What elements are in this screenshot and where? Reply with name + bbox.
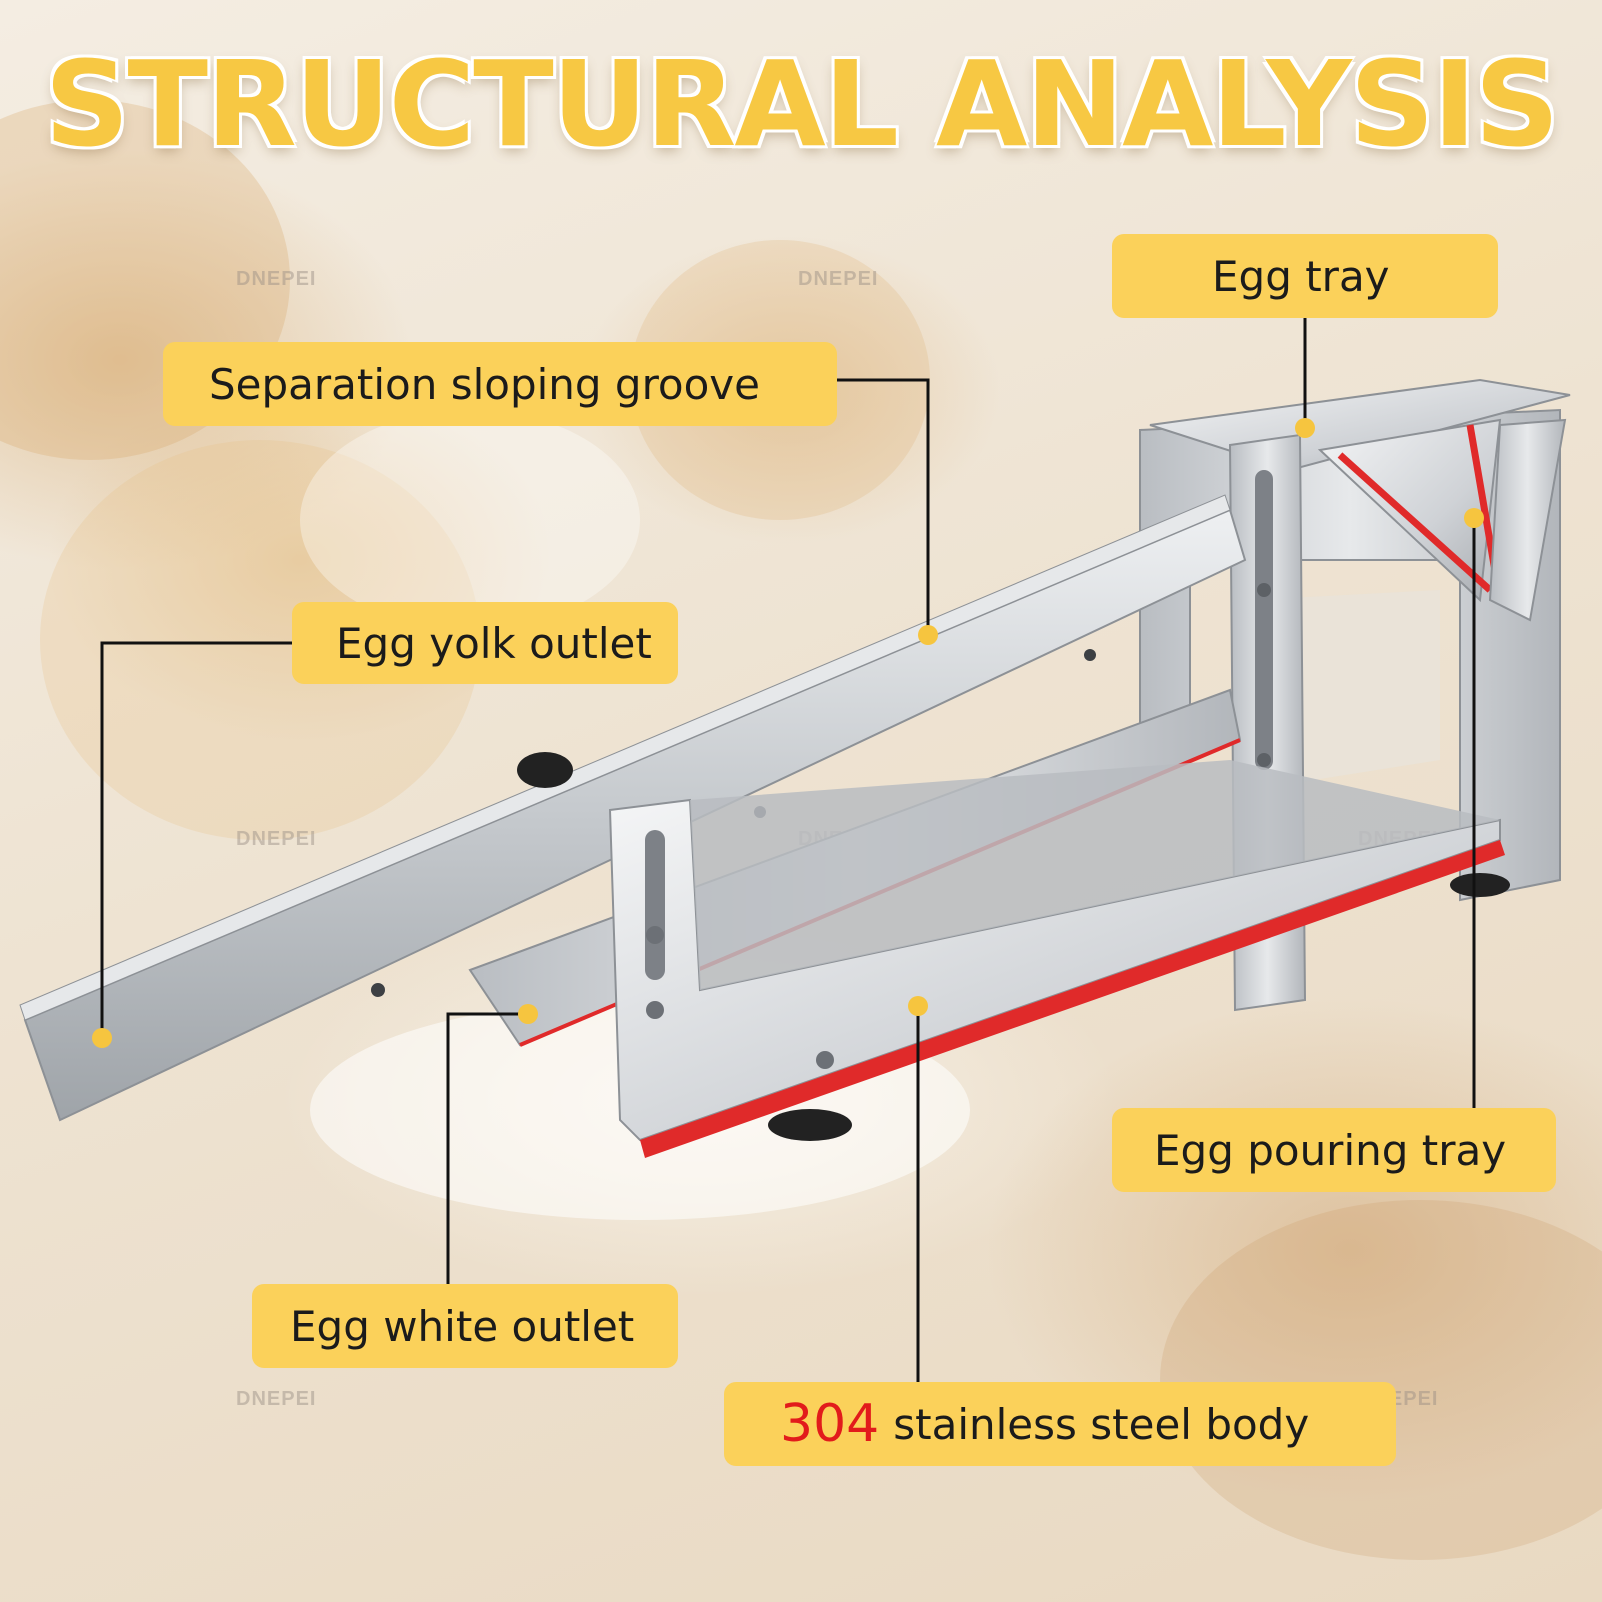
callout-dot-egg-pouring-tray [1464,508,1484,528]
label-stainless-body: 304 stainless steel body [724,1382,1396,1466]
callout-dot-separation-groove [918,625,938,645]
page-title: STRUCTURAL ANALYSIS [44,35,1559,173]
watermark-7: DNEPEI [236,1388,317,1410]
callout-dot-egg-white-outlet [518,1004,538,1024]
callout-dot-egg-tray [1295,418,1315,438]
label-egg-tray: Egg tray [1112,234,1498,318]
label-stainless-body-text: stainless steel body [893,1399,1310,1449]
egg-pouring-tray-part [1317,418,1567,622]
watermark-1: DNEPEI [236,268,317,290]
label-egg-yolk-outlet: Egg yolk outlet [292,602,678,684]
label-separation-groove: Separation sloping groove [163,342,837,426]
leader-line-egg-yolk-outlet [100,641,292,1038]
label-egg-white-outlet: Egg white outlet [252,1284,678,1368]
label-egg-pouring-tray-text: Egg pouring tray [1154,1125,1507,1175]
watermark-4: DNEPEI [236,828,317,850]
callout-dot-body [908,996,928,1016]
label-egg-pouring-tray: Egg pouring tray [1112,1108,1556,1192]
leader-line-egg-white-outlet [446,1012,528,1284]
label-egg-white-outlet-text: Egg white outlet [290,1301,635,1351]
stainless-body-part [517,752,1510,1158]
label-separation-groove-text: Separation sloping groove [209,359,761,409]
watermark-2: DNEPEI [798,268,879,290]
leader-line-separation-groove [836,378,930,635]
callout-dot-egg-yolk-outlet [92,1028,112,1048]
label-egg-tray-text: Egg tray [1212,251,1390,301]
label-egg-yolk-outlet-text: Egg yolk outlet [336,618,652,668]
label-stainless-body-number: 304 [780,1394,880,1454]
